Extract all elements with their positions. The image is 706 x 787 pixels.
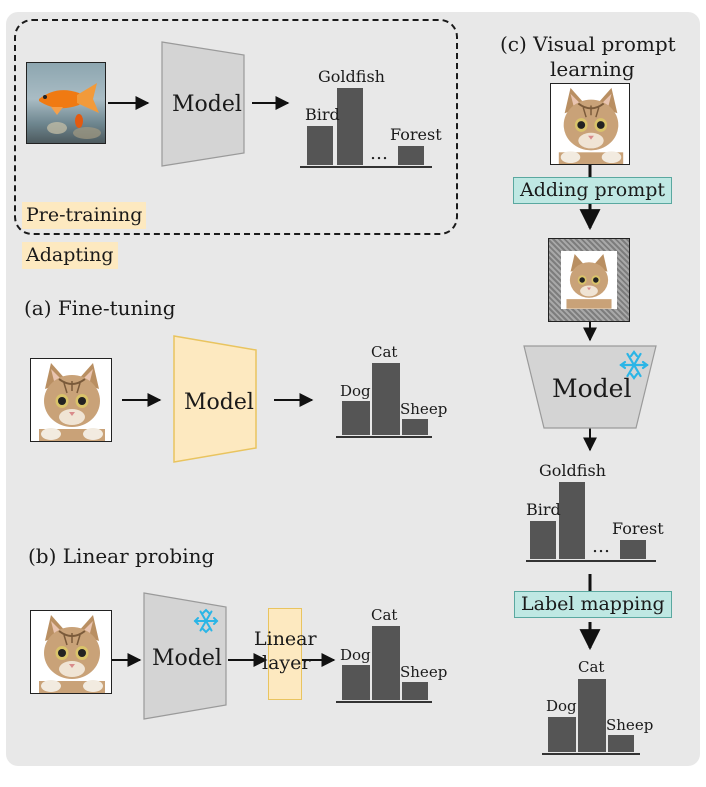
model-finetuning <box>173 335 257 463</box>
finetune-title: (a) Fine-tuning <box>24 296 176 320</box>
bar-dog-vp <box>548 717 576 752</box>
bar-sheep-ft <box>402 419 428 435</box>
chart-ellipsis: … <box>370 143 388 164</box>
bar-goldfish-vp <box>559 482 585 559</box>
vp-chart-ellipsis: … <box>592 536 610 557</box>
model-pretraining <box>161 41 245 167</box>
adapting-tag: Adapting <box>22 242 118 269</box>
bar-sheep-lp <box>402 682 428 700</box>
bar-goldfish-pretrain <box>337 88 363 165</box>
lp-label-dog: Dog <box>340 646 371 664</box>
chart-label-goldfish: Goldfish <box>318 67 385 86</box>
bar-forest-pretrain <box>398 146 424 165</box>
bar-cat-lp <box>372 626 400 700</box>
pretraining-box <box>14 19 458 235</box>
vp2-label-sheep: Sheep <box>606 716 654 734</box>
linear-layer-label-1: Linear <box>254 628 317 650</box>
label-mapping-box: Label mapping <box>514 591 672 618</box>
bar-dog-lp <box>342 665 370 700</box>
cat-drawing <box>31 359 111 441</box>
goldfish-image <box>26 62 106 144</box>
pretraining-tag: Pre-training <box>22 202 147 229</box>
vp-title-line-1: (c) Visual prompt <box>500 32 676 56</box>
bar-cat-vp <box>578 679 606 752</box>
model-label-pretraining: Model <box>172 92 242 117</box>
bar-bird-pretrain <box>307 126 333 165</box>
prompted-cat-inner <box>561 251 617 309</box>
ft-label-dog: Dog <box>340 382 371 400</box>
vp-label-forest: Forest <box>612 519 664 538</box>
lp-label-sheep: Sheep <box>400 663 448 681</box>
adding-prompt-box: Adding prompt <box>513 177 673 204</box>
prompted-cat-image <box>548 238 630 322</box>
linear-layer-label-2: layer <box>262 652 311 674</box>
cat-image <box>30 358 112 442</box>
vp-label-bird: Bird <box>526 500 561 519</box>
cat-drawing <box>31 611 111 693</box>
bar-forest-vp <box>620 540 646 559</box>
goldfish-drawing <box>39 83 101 139</box>
bar-bird-vp <box>530 521 556 559</box>
model-label-vp: Model <box>552 374 632 403</box>
model-label-finetuning: Model <box>184 390 254 415</box>
vp-label-goldfish: Goldfish <box>539 461 606 480</box>
vp2-label-dog: Dog <box>546 697 577 715</box>
linear-layer-box <box>268 608 302 700</box>
ft-label-sheep: Sheep <box>400 400 448 418</box>
bar-dog-ft <box>342 401 370 435</box>
cat-image <box>30 610 112 694</box>
cat-drawing <box>561 251 617 309</box>
chart-label-forest: Forest <box>390 125 442 144</box>
vp-title-line-2: learning <box>550 57 635 81</box>
chart-label-bird: Bird <box>305 105 340 124</box>
cat-image <box>550 83 630 165</box>
cat-drawing <box>551 84 629 164</box>
lp-label-cat: Cat <box>371 606 398 624</box>
ft-label-cat: Cat <box>371 343 398 361</box>
model-label-linear: Model <box>152 646 222 671</box>
bar-sheep-vp <box>608 735 634 752</box>
bar-cat-ft <box>372 363 400 435</box>
linear-title: (b) Linear probing <box>28 544 215 568</box>
vp2-label-cat: Cat <box>578 658 605 676</box>
